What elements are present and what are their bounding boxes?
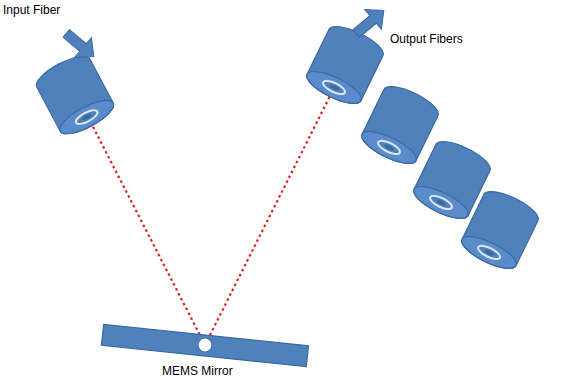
output-arrow <box>348 0 392 43</box>
input-fiber <box>32 50 118 140</box>
mems-mirror <box>101 324 308 366</box>
output-fiber <box>358 80 443 169</box>
part-label: MEMS Mirror <box>162 364 233 378</box>
part-label: Output Fibers <box>390 32 463 46</box>
light-path <box>205 88 334 345</box>
part-label: Input Fiber <box>3 3 60 17</box>
output-fiber <box>303 20 388 109</box>
input-arrow <box>58 23 102 66</box>
light-path <box>88 117 205 345</box>
